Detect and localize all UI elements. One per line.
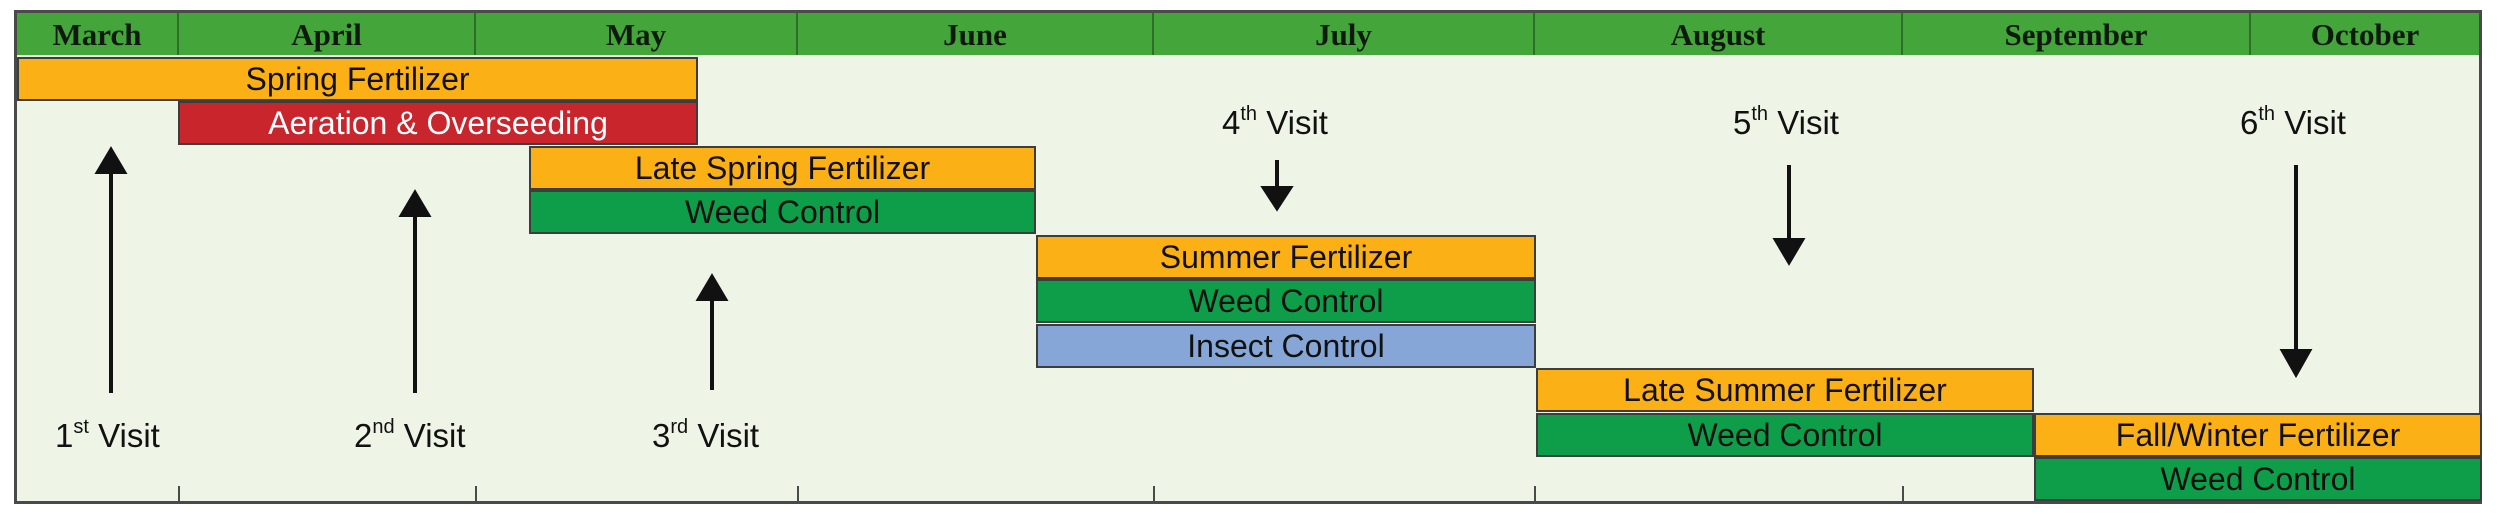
- visit-4-label: 4th Visit: [1222, 103, 1328, 141]
- month-july: July: [1154, 13, 1535, 55]
- task-aeration-overseeding: Aeration & Overseeding: [178, 101, 698, 145]
- task-weed-control: Weed Control: [1536, 413, 2034, 457]
- month-may: May: [476, 13, 798, 55]
- task-insect-control: Insect Control: [1036, 324, 1536, 368]
- visit-1-label: 1st Visit: [55, 416, 160, 454]
- month-april: April: [179, 13, 476, 55]
- visit-2-label: 2nd Visit: [354, 416, 466, 454]
- visit-5-label: 5th Visit: [1733, 103, 1839, 141]
- task-late-summer-fertilizer: Late Summer Fertilizer: [1536, 368, 2034, 412]
- visit-3-arrowhead: [695, 273, 729, 301]
- task-weed-control: Weed Control: [529, 190, 1036, 234]
- month-march: March: [17, 13, 179, 55]
- task-summer-fertilizer: Summer Fertilizer: [1036, 235, 1536, 279]
- month-header: [17, 13, 2479, 55]
- task-weed-control: Weed Control: [2034, 457, 2482, 501]
- visit-1-arrowhead: [94, 146, 128, 174]
- month-tick: [475, 486, 477, 502]
- month-tick: [178, 486, 180, 502]
- visit-5-arrowhead: [1772, 238, 1806, 266]
- visit-4-arrowhead: [1260, 186, 1294, 212]
- visit-6-arrowhead: [2279, 349, 2313, 379]
- month-tick: [797, 486, 799, 502]
- month-tick: [1153, 486, 1155, 502]
- month-august: August: [1535, 13, 1903, 55]
- month-tick: [1902, 486, 1904, 502]
- task-spring-fertilizer: Spring Fertilizer: [17, 57, 698, 101]
- visit-3-label: 3rd Visit: [652, 416, 760, 454]
- month-september: September: [1903, 13, 2251, 55]
- month-june: June: [798, 13, 1154, 55]
- visit-6-label: 6th Visit: [2240, 103, 2346, 141]
- task-late-spring-fertilizer: Late Spring Fertilizer: [529, 146, 1036, 190]
- task-fall-winter-fertilizer: Fall/Winter Fertilizer: [2034, 413, 2482, 457]
- task-weed-control: Weed Control: [1036, 279, 1536, 323]
- visit-2-arrowhead: [398, 189, 432, 217]
- month-october: October: [2310, 17, 2420, 52]
- month-tick: [1534, 486, 1536, 502]
